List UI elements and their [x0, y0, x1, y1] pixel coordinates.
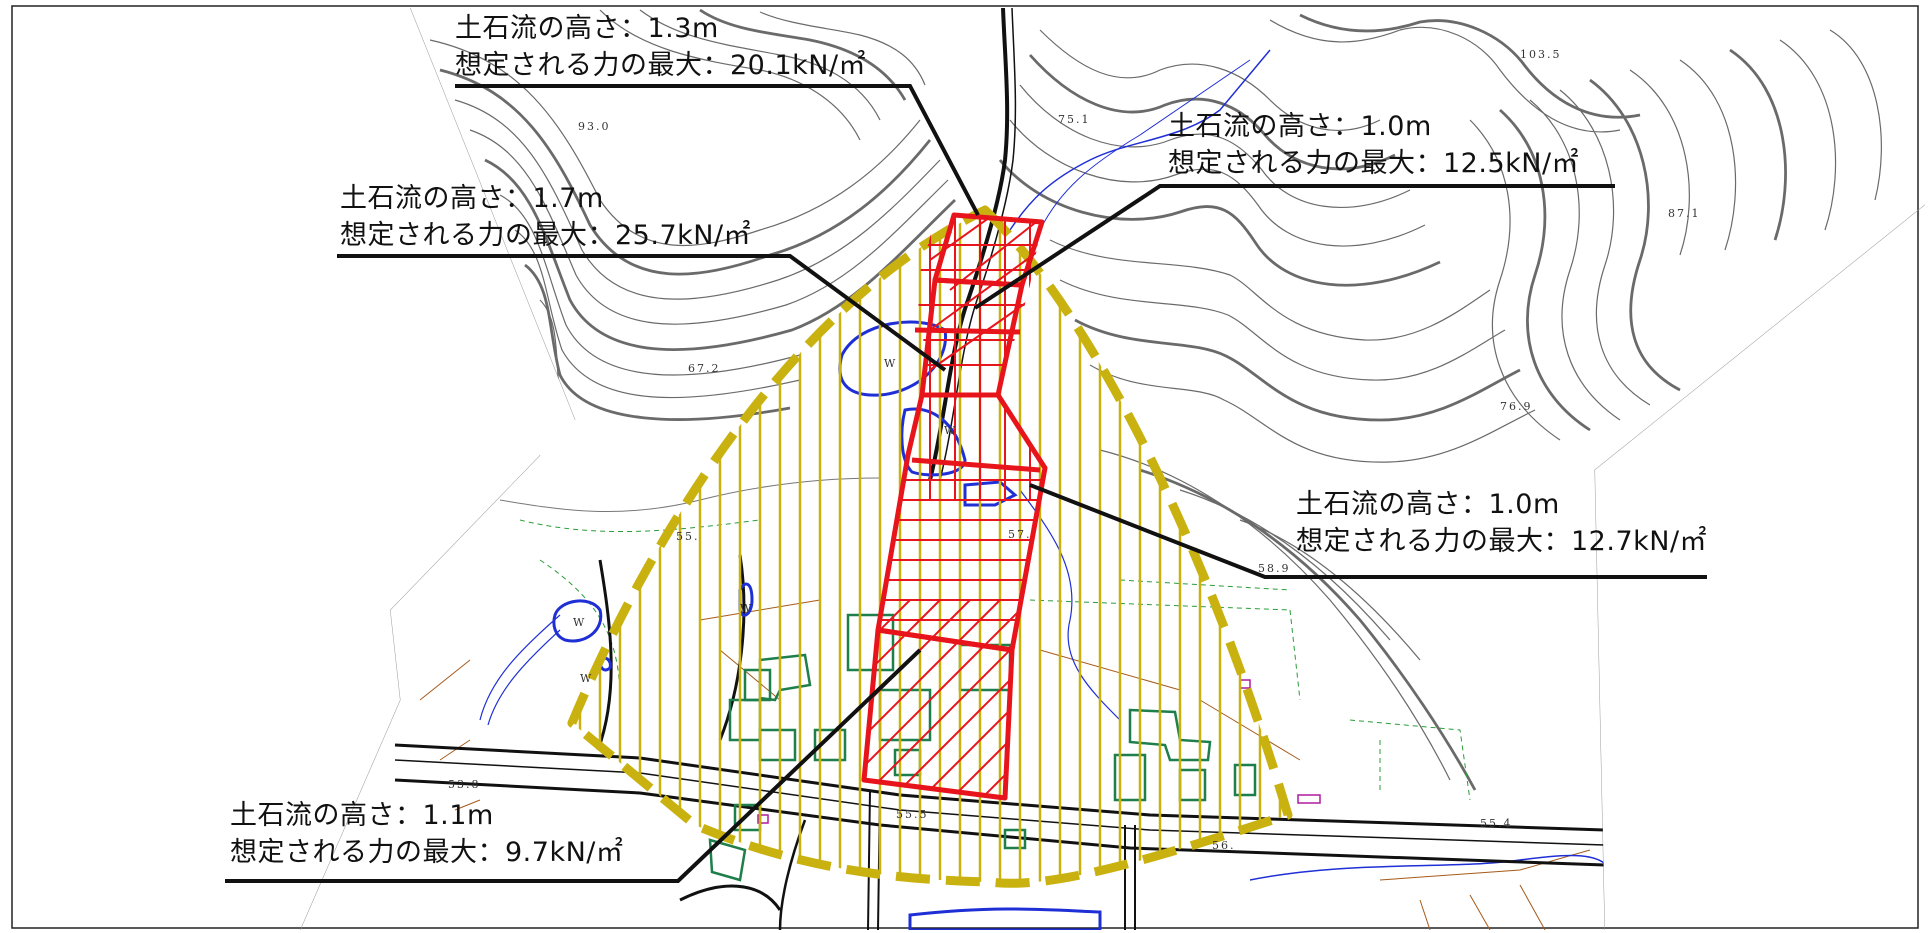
elevation-label: 103.5: [1520, 48, 1562, 61]
water-marker: W: [580, 672, 592, 685]
elevation-label: 67.2: [688, 362, 721, 375]
elevation-labels: 103.5 93.0 75.1 87.1 67.2 76.9 55. 57. 5…: [448, 48, 1701, 852]
callout-4: 土石流の高さ：1.0m 想定される力の最大：12.7kN/㎡: [1296, 486, 1707, 560]
callout-force: 想定される力の最大：25.7kN/㎡: [340, 220, 752, 251]
special-zone: [861, 212, 1048, 801]
elevation-label: 76.9: [1500, 400, 1533, 413]
callout-force: 想定される力の最大：12.5kN/㎡: [1168, 148, 1580, 179]
elevation-label: 53.8: [448, 778, 481, 791]
water-marker: W: [573, 616, 585, 629]
callout-leader-lines: [225, 84, 1707, 883]
elevation-label: 57.: [1008, 528, 1032, 541]
callout-force: 想定される力の最大：20.1kN/㎡: [455, 50, 867, 81]
buildings: [708, 613, 1257, 882]
base-map: [300, 8, 1925, 930]
map-frame: [11, 5, 1919, 929]
callout-height: 土石流の高さ：1.7m: [340, 183, 604, 214]
callout-height: 土石流の高さ：1.3m: [455, 13, 719, 44]
contour-lines: [429, 8, 1882, 791]
water-marker: W: [884, 357, 896, 370]
elevation-label: 58.9: [1258, 562, 1291, 575]
callout-1: 土石流の高さ：1.3m 想定される力の最大：20.1kN/㎡: [455, 10, 866, 84]
callout-2: 土石流の高さ：1.0m 想定される力の最大：12.5kN/㎡: [1168, 108, 1579, 182]
callout-height: 土石流の高さ：1.1m: [230, 800, 494, 831]
elevation-label: 93.0: [578, 120, 611, 133]
callout-5: 土石流の高さ：1.1m 想定される力の最大：9.7kN/㎡: [230, 797, 623, 871]
water-marker: W: [944, 424, 956, 437]
callout-force: 想定される力の最大：9.7kN/㎡: [230, 837, 624, 868]
elevation-label: 55.5: [896, 808, 929, 821]
water-marker: W: [740, 602, 752, 615]
callout-3: 土石流の高さ：1.7m 想定される力の最大：25.7kN/㎡: [340, 180, 751, 254]
elevation-label: 55.4: [1480, 817, 1513, 830]
elevation-label: 55.: [676, 530, 700, 543]
callout-force: 想定される力の最大：12.7kN/㎡: [1296, 526, 1708, 557]
elevation-label: 87.1: [1668, 207, 1701, 220]
elevation-label: 75.1: [1058, 113, 1091, 126]
callout-height: 土石流の高さ：1.0m: [1296, 489, 1560, 520]
elevation-label: 56.: [1212, 839, 1236, 852]
callout-height: 土石流の高さ：1.0m: [1168, 111, 1432, 142]
water-markers: W W W W W: [573, 357, 956, 685]
